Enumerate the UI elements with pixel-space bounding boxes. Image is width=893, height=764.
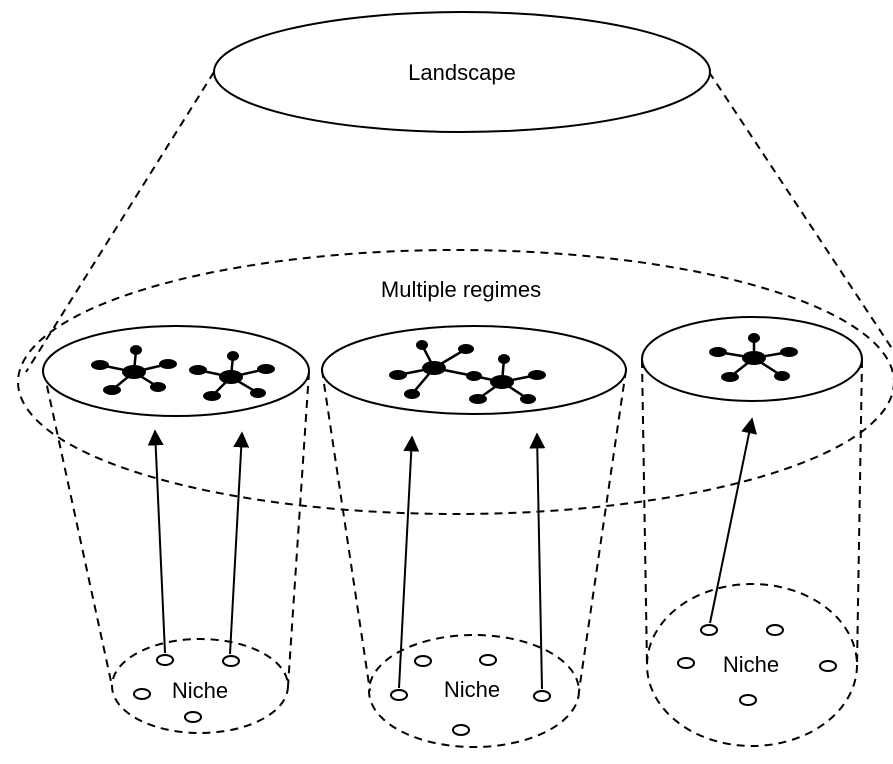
arrow-3 — [709, 417, 757, 624]
regime-column-2: Niche — [321, 325, 627, 748]
actor-network-1a — [91, 345, 177, 395]
niche-label-2: Niche — [444, 677, 500, 702]
niche-label-3: Niche — [723, 652, 779, 677]
landscape-ellipse — [213, 11, 711, 133]
arrow-1b — [229, 431, 250, 655]
actor-network-2a — [389, 340, 475, 399]
multiple-regimes-label: Multiple regimes — [381, 277, 541, 302]
regime-column-1: Niche — [42, 325, 310, 734]
arrow-1a — [147, 429, 166, 654]
landscape-label: Landscape — [408, 60, 516, 85]
niche-ellipse-3 — [646, 583, 858, 747]
arrow-2a — [398, 435, 420, 689]
regime-column-3: Niche — [641, 316, 863, 747]
landscape-cone-lines — [25, 71, 893, 373]
actor-network-3 — [709, 333, 798, 382]
actor-network-2b — [466, 354, 546, 404]
arrow-2b — [529, 432, 546, 690]
niche-label-1: Niche — [172, 678, 228, 703]
multiple-regimes-ellipse — [17, 249, 893, 515]
actor-network-1b — [189, 351, 275, 401]
regime-ellipse-2 — [321, 325, 627, 415]
